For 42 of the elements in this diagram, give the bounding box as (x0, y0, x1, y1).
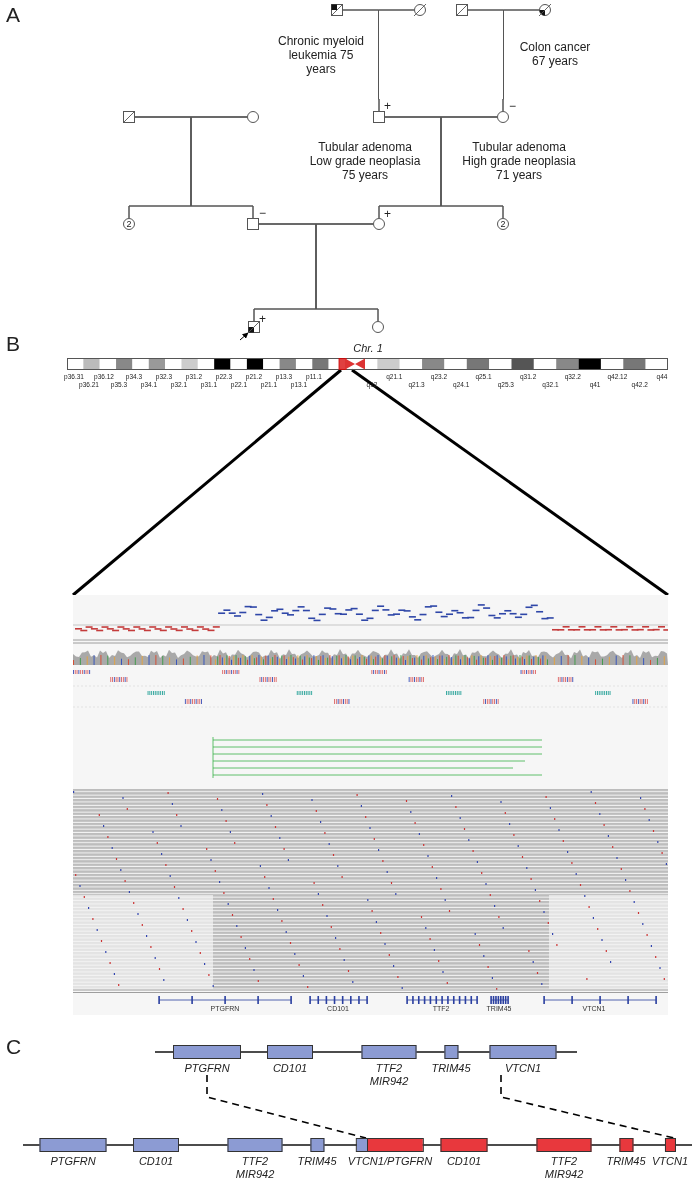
gene-label: MIR942 (544, 1168, 584, 1180)
pedigree-line (378, 9, 415, 112)
gene-label: CD101 (272, 1062, 308, 1075)
gene-label: VTCN1 (504, 1062, 542, 1075)
pedigree-line (440, 116, 504, 219)
proband-arrow (239, 332, 249, 341)
gene-label: TTF2 (241, 1155, 269, 1168)
diagnosis-caption: Tubular adenoma Low grade neoplasia 75 years (308, 140, 422, 182)
dashed-connector (206, 1074, 367, 1139)
status-sign: + (259, 313, 266, 325)
chromosome-title: Chr. 1 (353, 342, 383, 354)
zoom-line (72, 368, 342, 597)
gene-label: VTCN1 (651, 1155, 689, 1168)
panel-letter: C (6, 1036, 22, 1058)
gene-label: TRIM45 (431, 1062, 471, 1075)
count-number: 2 (126, 219, 132, 229)
pedigree-line (502, 9, 540, 112)
gene-label: TRIM45 (606, 1155, 646, 1168)
panel-letter: A (6, 4, 20, 26)
gene-label: PTGFRN (50, 1155, 96, 1168)
gene-label: TTF2 (375, 1062, 403, 1075)
status-sign: + (384, 208, 391, 220)
gene-label: PTGFRN (184, 1062, 230, 1075)
diagnosis-caption: Tubular adenoma High grade neoplasia 71 years (461, 140, 577, 182)
status-sign: − (259, 207, 266, 219)
pedigree-line (190, 116, 254, 219)
diagnosis-caption: Chronic myeloid leukemia 75 years (276, 34, 365, 76)
status-sign: − (509, 100, 516, 112)
gene-label: TRIM45 (297, 1155, 337, 1168)
diagnosis-caption: Colon cancer 67 years (518, 40, 592, 68)
gene-label: CD101 (446, 1155, 482, 1168)
gene-label: MIR942 (369, 1075, 409, 1088)
pedigree-line (315, 223, 379, 322)
gene-label: MIR942 (235, 1168, 275, 1180)
gene-label: CD101 (138, 1155, 174, 1168)
gene-label: TTF2 (550, 1155, 578, 1168)
dashed-connector (500, 1074, 675, 1139)
gene-label: VTCN1/PTGFRN (347, 1155, 433, 1168)
zoom-line (351, 368, 669, 597)
panel-letter: B (6, 333, 20, 355)
status-sign: + (384, 100, 391, 112)
count-number: 2 (500, 219, 506, 229)
